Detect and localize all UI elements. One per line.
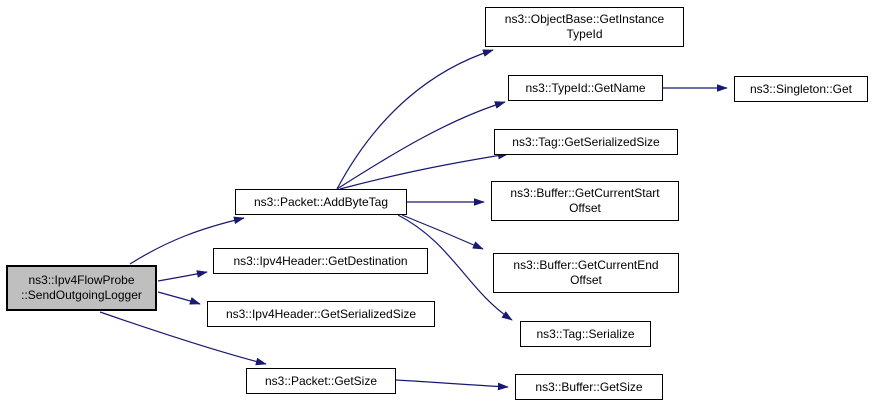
edge-packet-addbytetag-to-objectbase-getinstancetypeid	[336, 49, 494, 190]
node-label-line: ns3::Ipv4FlowProbe	[28, 273, 135, 287]
node-label-line: ns3::Tag::Serialize	[536, 326, 635, 341]
node-label-line: ns3::Tag::GetSerializedSize	[512, 134, 660, 149]
edge-packet-addbytetag-to-buffer-getcurrentendoffset	[401, 214, 484, 250]
node-label-line: ::SendOutgoingLogger	[21, 288, 142, 302]
node-label-line: ns3::Buffer::GetSize	[535, 379, 643, 394]
node-label-line: ns3::ObjectBase::GetInstance	[504, 12, 665, 26]
edge-packet-addbytetag-to-tag-getserializedsize	[339, 151, 509, 190]
graph-node-ipv4flowprobe-sendoutgoinglogger[interactable]: ns3::Ipv4FlowProbe::SendOutgoingLogger	[6, 265, 157, 311]
graph-node-ipv4header-getdestination[interactable]: ns3::Ipv4Header::GetDestination	[213, 248, 428, 274]
node-label-line: ns3::Packet::AddByteTag	[253, 194, 389, 209]
node-label-line: ns3::Ipv4Header::GetDestination	[233, 253, 408, 268]
node-label-line: ns3::Ipv4Header::GetSerializedSize	[225, 306, 417, 321]
edge-ipv4flowprobe-sendoutgoinglogger-to-ipv4header-getdestination	[157, 270, 208, 282]
node-label-line: ns3::Buffer::GetCurrentEnd	[513, 258, 659, 272]
graph-node-typeid-getname[interactable]: ns3::TypeId::GetName	[508, 75, 663, 101]
graph-node-ipv4header-getserializedsize[interactable]: ns3::Ipv4Header::GetSerializedSize	[207, 301, 435, 327]
graph-node-packet-getsize[interactable]: ns3::Packet::GetSize	[246, 368, 396, 394]
graph-node-tag-getserializedsize[interactable]: ns3::Tag::GetSerializedSize	[494, 129, 678, 155]
node-label-line: Offset	[569, 201, 601, 215]
edge-packet-getsize-to-buffer-getsize	[395, 379, 509, 391]
graph-node-packet-addbytetag[interactable]: ns3::Packet::AddByteTag	[235, 189, 407, 215]
node-label-line: ns3::Singleton::Get	[749, 81, 853, 96]
graph-node-buffer-getsize[interactable]: ns3::Buffer::GetSize	[515, 374, 663, 400]
graph-node-singleton-get[interactable]: ns3::Singleton::Get	[734, 76, 868, 102]
edge-ipv4flowprobe-sendoutgoinglogger-to-ipv4header-getserializedsize	[157, 291, 201, 305]
graph-node-tag-serialize[interactable]: ns3::Tag::Serialize	[520, 321, 651, 347]
edge-packet-addbytetag-to-typeid-getname	[336, 101, 506, 190]
node-label-line: ns3::Buffer::GetCurrentStart	[510, 186, 660, 200]
node-label-line: TypeId	[566, 27, 603, 41]
node-label-line: ns3::Packet::GetSize	[264, 373, 378, 388]
node-label-line: Offset	[570, 273, 602, 287]
node-label-line: ns3::TypeId::GetName	[525, 80, 646, 95]
